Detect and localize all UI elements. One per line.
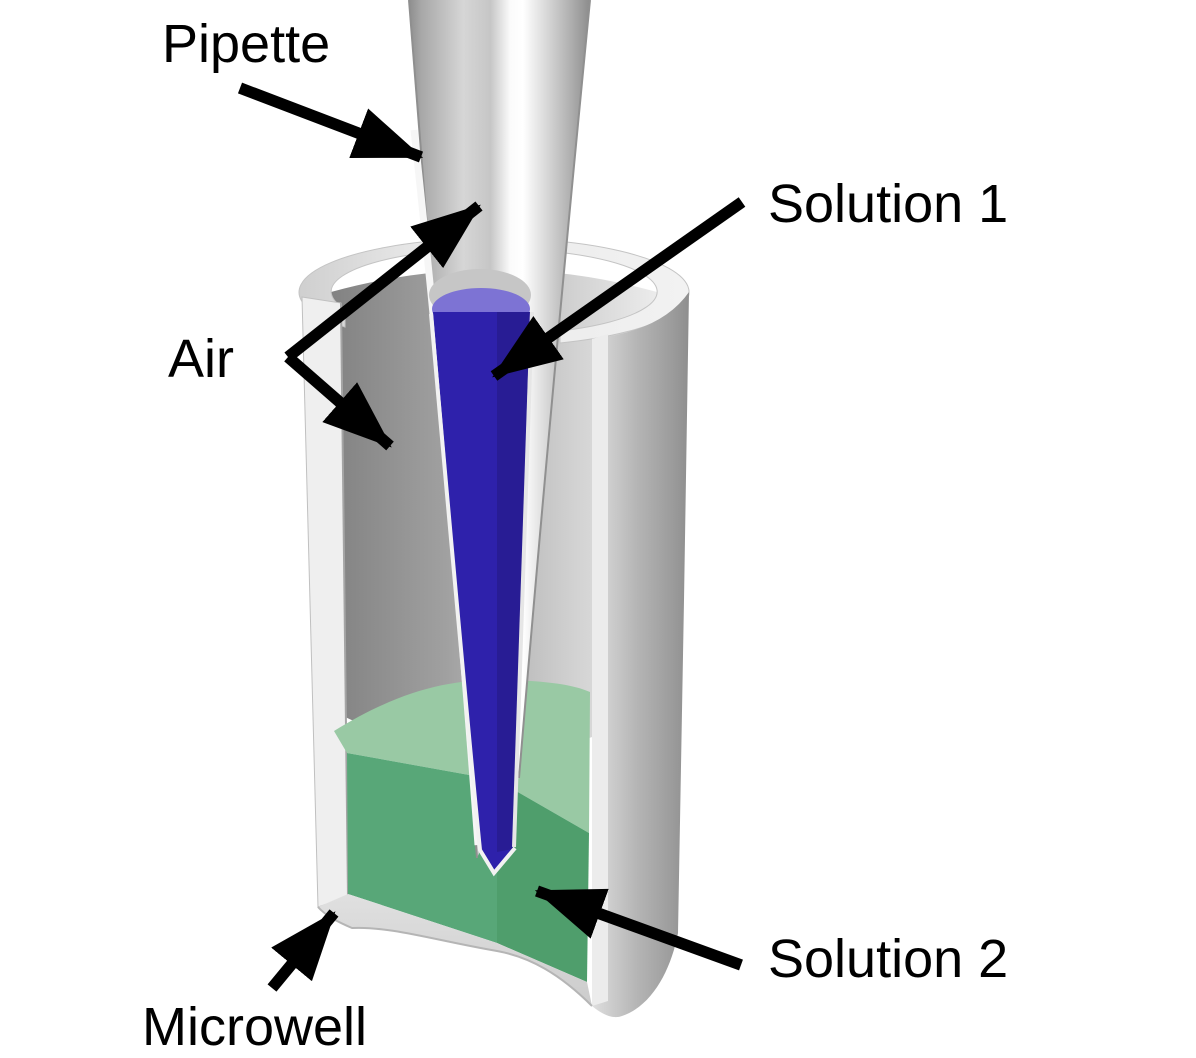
microwell-right-wall	[592, 292, 689, 1018]
solution1-column-shade	[497, 312, 530, 852]
annotation-arrows	[237, 82, 746, 992]
air-label: Air	[168, 329, 234, 389]
microwell-bottom-band	[318, 894, 592, 1006]
air-arrow-lower	[284, 352, 394, 451]
solution1-label: Solution 1	[768, 174, 1008, 234]
air-arrow-upper	[284, 201, 483, 362]
microwell-bottom-edge	[317, 906, 593, 1007]
solution1-column	[433, 312, 530, 871]
solution1-graphic	[429, 288, 534, 877]
solution1-arrow	[490, 197, 746, 381]
microwell-arrow	[267, 909, 339, 992]
solution1-left-rim	[429, 313, 517, 877]
annotation-labels: Pipette Solution 1 Air Solution 2 Microw…	[142, 14, 1008, 1057]
microwell-label: Microwell	[142, 997, 367, 1057]
microwell-right-cut-face	[592, 334, 608, 1006]
solution2-top-surface	[334, 680, 590, 833]
pipette-right-edge	[518, 0, 591, 779]
solution2-cut-face-left	[347, 753, 497, 943]
solution1-right-rim	[512, 311, 534, 848]
solution2-arrow	[534, 885, 743, 971]
pipette-label: Pipette	[162, 14, 330, 74]
solution2-graphic	[317, 680, 593, 1007]
pipette-arrow	[237, 82, 424, 163]
solution2-label: Solution 2	[768, 929, 1008, 989]
